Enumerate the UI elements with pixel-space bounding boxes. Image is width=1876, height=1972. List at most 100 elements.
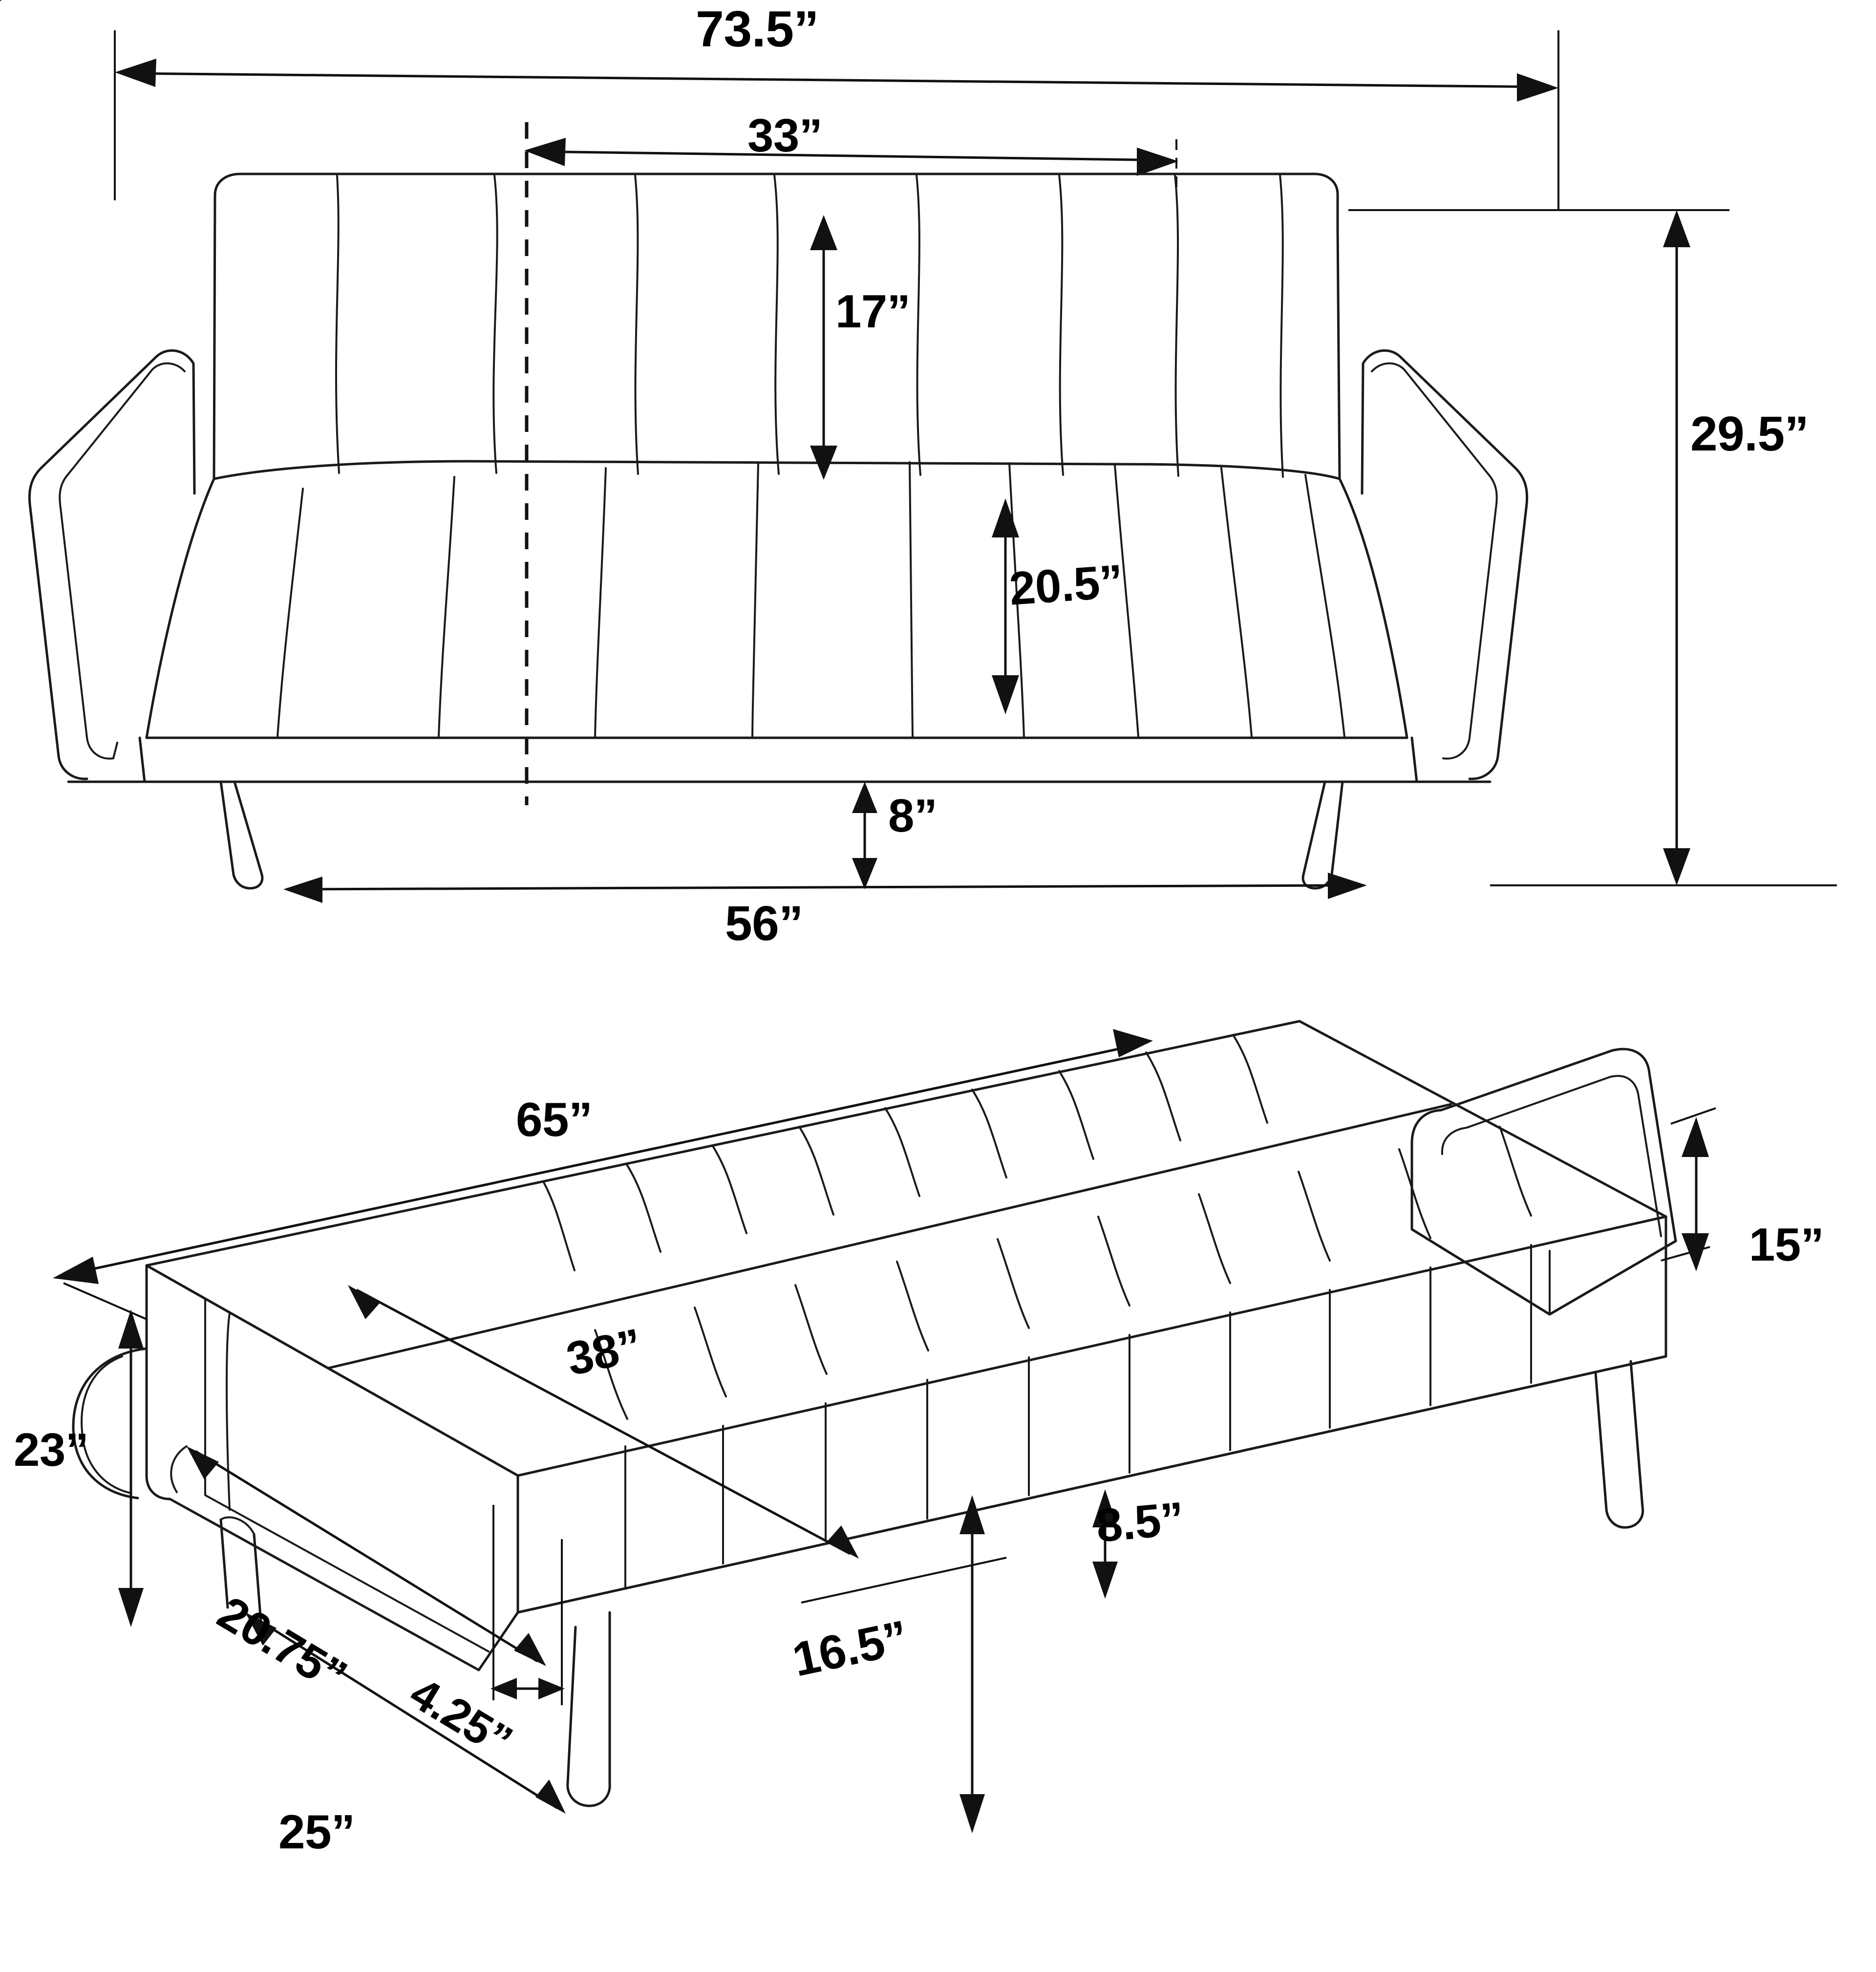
- left-arm-outline: [28, 349, 195, 780]
- seat-tuft-2: [438, 476, 455, 738]
- arrowhead-8-bottom: [852, 858, 877, 889]
- arrowhead-65-right: [1113, 1029, 1153, 1057]
- dim-label-seat-depth: 20.5”: [1007, 555, 1125, 615]
- sofa-front-elevation-group: [0, 0, 1837, 903]
- bed-leg-front-right: [1594, 1360, 1644, 1529]
- dim-line-33: [532, 150, 1171, 162]
- dim-line-2075: [194, 1450, 538, 1663]
- bed-split-line: [327, 1103, 1452, 1370]
- seat-tuft-3: [594, 467, 607, 738]
- seat-tuft-9: [1304, 474, 1345, 738]
- dim-label-arm-height-right: 15”: [1749, 1219, 1824, 1271]
- bed-tuft-b6: [971, 1089, 1007, 1179]
- sofa-back-outline: [213, 172, 1341, 480]
- right-arm-outline: [1362, 349, 1529, 780]
- bed-tuft-f8: [1298, 1171, 1331, 1262]
- bed-front-face: [516, 1215, 1667, 1614]
- bed-tuft-f10: [1499, 1126, 1532, 1217]
- arrowhead-38-end: [827, 1525, 859, 1559]
- arrowhead-23-bottom: [118, 1588, 144, 1627]
- seat-tuft-5: [909, 461, 914, 738]
- dim-label-leg-height: 8”: [888, 790, 938, 842]
- dim-label-leg-span: 56”: [725, 896, 803, 951]
- arrowhead-25-start: [245, 1612, 277, 1646]
- seat-tuft-1: [277, 488, 304, 738]
- bed-right-backrest-base: [1410, 1228, 1677, 1316]
- bed-tuft-b9: [1232, 1034, 1268, 1124]
- arrowhead-56-left: [283, 877, 322, 903]
- right-arm-left-edge: [1361, 362, 1364, 495]
- bed-right-backrest-inner: [1441, 1075, 1662, 1237]
- arrowhead-205-top: [992, 498, 1019, 537]
- bed-front-face-bottom: [516, 1355, 1667, 1614]
- dim-label-overall-height: 29.5”: [1690, 407, 1809, 461]
- seat-right-curve: [1338, 477, 1408, 739]
- arrowhead-15-bottom: [1682, 1233, 1709, 1271]
- arrowhead-15-top: [1682, 1117, 1709, 1157]
- bed-left-arm-round-end: [72, 1347, 148, 1500]
- bed-left-arm-top-edge: [145, 1264, 519, 1477]
- arrowhead-33-left: [524, 138, 566, 166]
- bed-tuft-f6: [1097, 1216, 1130, 1307]
- bed-left-arm-inner-1: [204, 1298, 490, 1652]
- bed-leg-back-left-b: [253, 1533, 262, 1624]
- bed-tuft-b2: [625, 1163, 661, 1253]
- dim-line-65: [63, 1042, 1144, 1277]
- arrowhead-25-end: [535, 1779, 566, 1814]
- arrowhead-38-start: [348, 1285, 380, 1319]
- dim-label-back-height: 17”: [835, 285, 911, 338]
- bed-leg-front-left: [566, 1611, 611, 1807]
- left-arm-inner: [59, 362, 186, 760]
- bed-left-arm-front-bevel: [478, 1611, 519, 1671]
- left-arm-inner-tip: [112, 742, 118, 759]
- seat-tuft-6: [1008, 462, 1025, 738]
- arrowhead-73-right: [1517, 73, 1558, 102]
- arrowhead-2075-end: [514, 1633, 546, 1666]
- dim-label-mattress-thickness: 8.5”: [1094, 1492, 1186, 1552]
- arrowhead-65-left: [53, 1257, 99, 1284]
- dim-label-overall-width: 73.5”: [696, 1, 819, 58]
- arrowhead-425-right: [538, 1678, 565, 1699]
- dim-line-56: [293, 884, 1358, 891]
- sofa-leg-right: [1301, 780, 1344, 890]
- arrowhead-23-top: [118, 1309, 144, 1349]
- arrowhead-85-bottom: [1092, 1562, 1118, 1599]
- bed-leg-back-left-a: [219, 1518, 229, 1609]
- arrowhead-85-top: [1092, 1489, 1118, 1527]
- arrowhead-56-right: [1328, 873, 1367, 899]
- arrowhead-165-bottom: [959, 1794, 985, 1833]
- ext-line-15-bottom: [1661, 1246, 1710, 1262]
- seat-tuft-4: [751, 462, 759, 738]
- sofa-base-rail: [138, 736, 1418, 783]
- back-tuft-6: [1058, 174, 1064, 476]
- left-arm-right-edge: [192, 362, 196, 495]
- arrowhead-425-left: [490, 1678, 517, 1699]
- arrowhead-295-top: [1663, 210, 1690, 247]
- arrowhead-33-right: [1137, 148, 1178, 176]
- back-tuft-1: [335, 175, 340, 474]
- arrowhead-295-bottom: [1663, 848, 1690, 885]
- dim-line-38: [356, 1288, 851, 1555]
- bed-left-arm-tuft: [226, 1312, 231, 1511]
- ext-line-15-top: [1670, 1107, 1716, 1125]
- bed-tuft-f9: [1398, 1148, 1431, 1239]
- bed-tuft-f3: [794, 1284, 828, 1375]
- dim-line-73: [122, 72, 1552, 88]
- back-tuft-7: [1174, 174, 1179, 477]
- ext-line-165-guide: [801, 1557, 1007, 1604]
- dim-label-bed-length: 65”: [516, 1093, 593, 1146]
- seat-top-line: [213, 460, 1341, 480]
- dim-label-bed-height-left: 23”: [14, 1424, 89, 1476]
- bed-tuft-b1: [542, 1180, 576, 1271]
- bed-isometric-group: [53, 1020, 1716, 1833]
- right-arm-inner: [1371, 362, 1498, 760]
- bed-tuft-f4: [896, 1261, 929, 1351]
- ext-line-23-top: [63, 1282, 147, 1320]
- back-tuft-5: [916, 174, 921, 476]
- arrowhead-73-left: [115, 59, 156, 87]
- bed-tuft-f7: [1198, 1193, 1231, 1284]
- back-tuft-8: [1279, 174, 1284, 478]
- seat-left-curve: [145, 477, 215, 739]
- back-tuft-3: [634, 174, 639, 475]
